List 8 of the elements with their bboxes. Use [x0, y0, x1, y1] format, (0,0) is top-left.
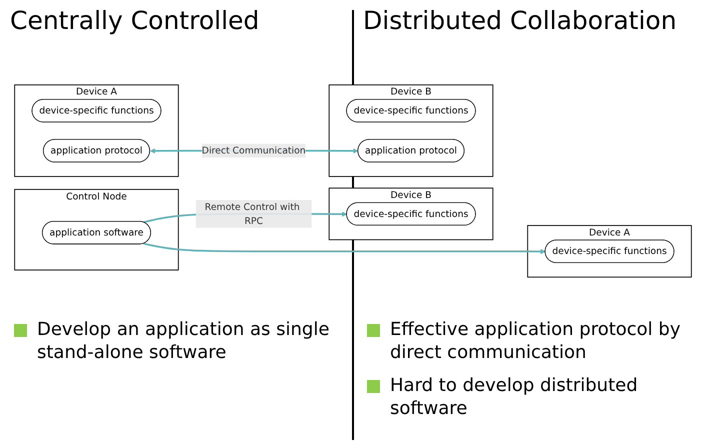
bullet-text: Effective application protocol by direct communication	[390, 318, 682, 364]
panel-title: Distributed Collaboration	[362, 5, 678, 37]
panel-title: Centrally Controlled	[9, 5, 260, 37]
edge-label: Remote Control with RPC	[204, 201, 300, 226]
bullet-text: Develop an application as single stand-alone software	[37, 318, 330, 364]
arrow	[143, 242, 546, 254]
bullet-text: Hard to develop distributed software	[390, 374, 639, 420]
edge-label: Direct Communication	[202, 144, 306, 156]
